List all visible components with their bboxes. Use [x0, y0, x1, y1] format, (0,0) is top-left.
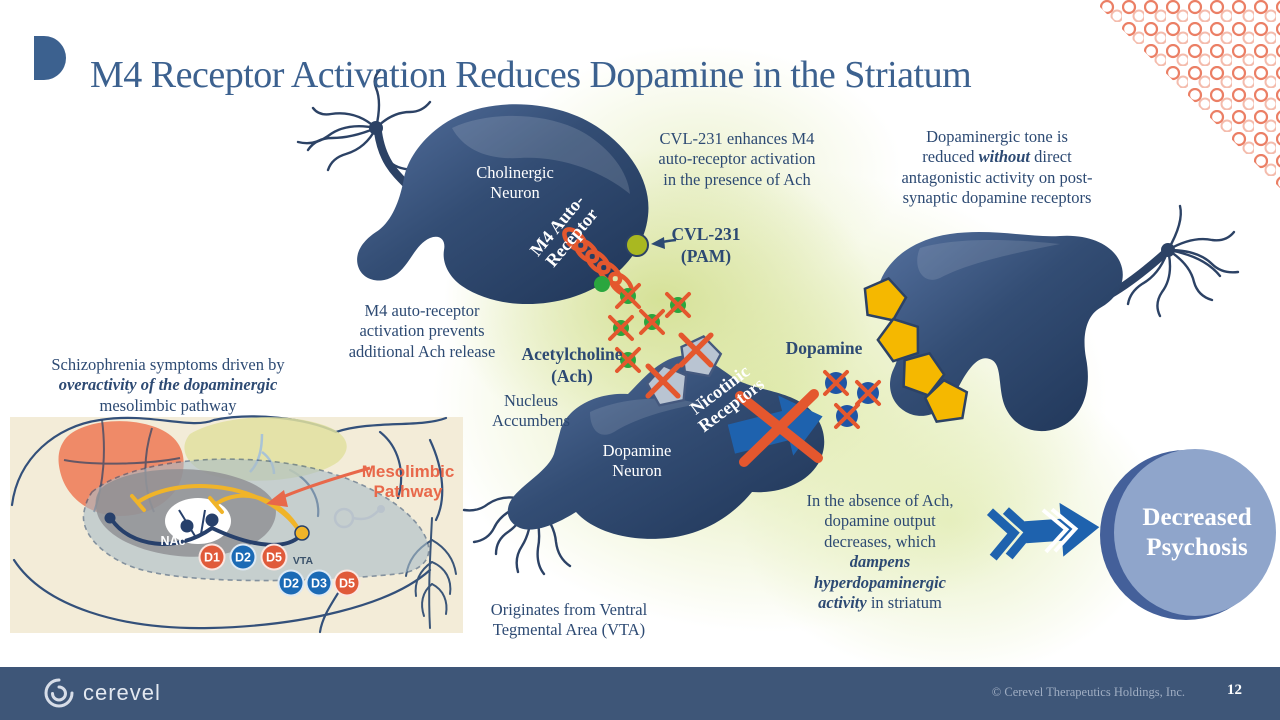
mesolimbic-pathway-label: Mesolimbic Pathway: [361, 462, 455, 501]
cerevel-logo: cerevel: [42, 676, 161, 710]
cerebellum: [405, 517, 457, 629]
receptor-badge-d2: D2: [229, 543, 257, 571]
outcome-arrow: [986, 502, 1100, 561]
dopaminergic-tone-note: Dopaminergic tone is reduced without dir…: [901, 127, 1093, 208]
dopamine-neuron-label: Dopamine Neuron: [602, 441, 672, 481]
vta-origin-dot: [294, 525, 310, 541]
dopamine-label: Dopamine: [785, 338, 863, 358]
originates-vta-note: Originates from Ventral Tegmental Area (…: [490, 600, 648, 640]
vta-label: VTA: [292, 555, 314, 567]
copyright-text: © Cerevel Therapeutics Holdings, Inc.: [991, 685, 1185, 699]
blocked-ach-markers: [608, 283, 691, 373]
postsynaptic-neuron-shape: [858, 204, 1240, 432]
receptor-badge-d2-vta: D2: [277, 569, 305, 597]
receptor-badge-d1: D1: [198, 543, 226, 571]
brain-illustration: [10, 415, 463, 634]
acetylcholine-label: Acetylcholine (Ach): [521, 344, 623, 386]
page-number: 12: [1227, 682, 1242, 698]
cholinergic-neuron-label: Cholinergic Neuron: [476, 163, 554, 203]
cvl-pam-label: CVL-231 (PAM): [671, 224, 741, 266]
ach-molecule: [594, 276, 610, 292]
cvl-enhances-note: CVL-231 enhances M4 auto-receptor activa…: [658, 129, 816, 189]
cvl-231-molecule: [625, 233, 649, 257]
receptor-badge-d3-vta: D3: [305, 569, 333, 597]
page-title: M4 Receptor Activation Reduces Dopamine …: [90, 54, 972, 97]
cerevel-logo-text: cerevel: [83, 680, 161, 705]
receptor-badge-d5: D5: [260, 543, 288, 571]
absence-of-ach-note: In the absence of Ach, dopamine output d…: [806, 491, 954, 613]
nac-oval: [165, 498, 231, 544]
m4-prevents-note: M4 auto-receptor activation prevents add…: [348, 301, 496, 361]
decreased-psychosis-label: Decreased Psychosis: [1142, 504, 1252, 561]
footer-bar: cerevel © Cerevel Therapeutics Holdings,…: [0, 667, 1280, 720]
receptor-badge-d5-vta: D5: [333, 569, 361, 597]
schizophrenia-note: Schizophrenia symptoms driven by overact…: [51, 355, 285, 415]
nac-label: NAc: [160, 534, 186, 548]
blocked-dopamine-markers: [823, 370, 881, 429]
nucleus-accumbens-label: Nucleus Accumbens: [492, 391, 570, 431]
big-block-x: [735, 389, 823, 467]
cerevel-logo-icon: [44, 678, 74, 708]
decreased-psychosis-circle: [1114, 449, 1276, 616]
postsynaptic-dendrites: [1126, 204, 1240, 318]
mesolimbic-path: [130, 484, 302, 534]
cholinergic-neuron-shape: [296, 68, 649, 305]
ring-pattern-corner: [1093, 0, 1280, 188]
